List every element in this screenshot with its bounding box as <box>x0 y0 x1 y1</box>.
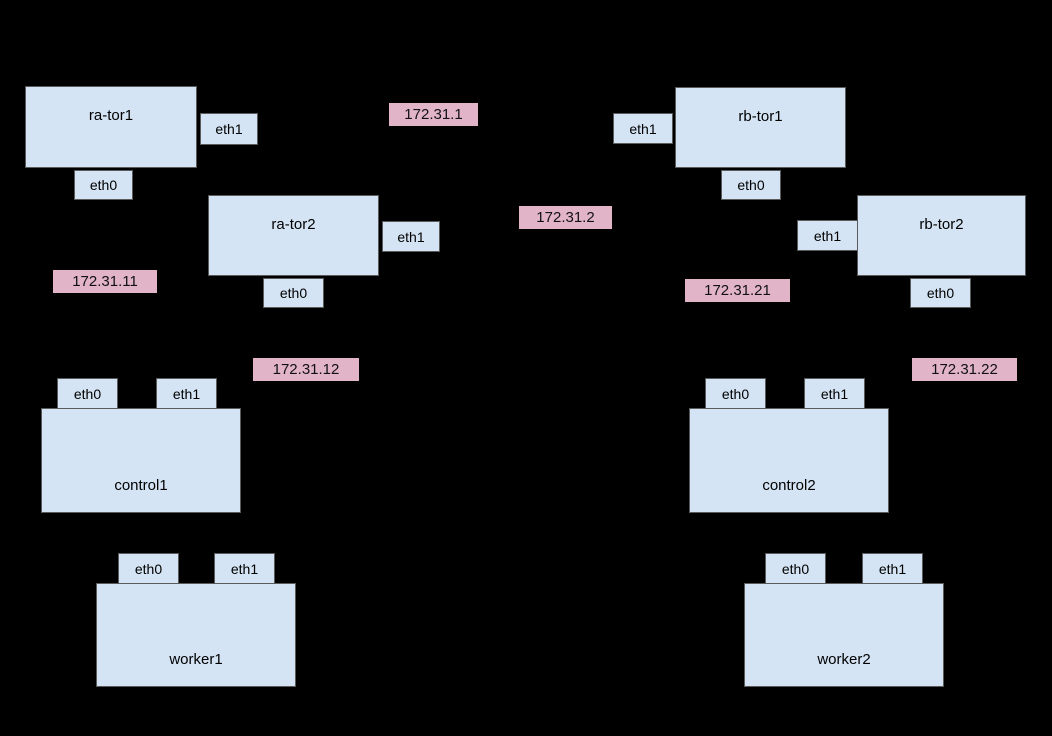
port-control1-eth0[interactable]: eth0 <box>57 378 118 409</box>
ip-label-ip-172-31-12: 172.31.12 <box>253 358 359 381</box>
ip-label-text-ip-172-31-21: 172.31.21 <box>704 282 771 299</box>
port-worker1-eth0[interactable]: eth0 <box>118 553 179 584</box>
port-rb-tor2-eth0[interactable]: eth0 <box>910 278 971 308</box>
port-label-worker1-eth1: eth1 <box>230 560 259 577</box>
node-label-worker2: worker2 <box>817 651 871 668</box>
port-rb-tor2-eth1[interactable]: eth1 <box>797 220 858 251</box>
node-label-worker1: worker1 <box>169 651 223 668</box>
port-rb-tor1-eth1[interactable]: eth1 <box>613 113 673 144</box>
node-label-control2: control2 <box>762 477 816 494</box>
port-label-ra-tor1-eth0: eth0 <box>89 177 118 193</box>
ip-label-text-ip-172-31-12: 172.31.12 <box>272 361 340 378</box>
port-label-ra-tor2-eth1: eth1 <box>397 228 425 245</box>
port-rb-tor1-eth0[interactable]: eth0 <box>721 170 781 200</box>
node-label-control1: control1 <box>114 477 168 494</box>
port-control1-eth1[interactable]: eth1 <box>156 378 217 409</box>
node-label-rb-tor1: rb-tor1 <box>738 108 783 125</box>
port-ra-tor1-eth1[interactable]: eth1 <box>200 113 258 145</box>
node-label-ra-tor1: ra-tor1 <box>88 107 134 124</box>
node-control1[interactable]: control1 <box>41 408 241 513</box>
ip-label-ip-172-31-1: 172.31.1 <box>389 103 478 126</box>
port-worker2-eth0[interactable]: eth0 <box>765 553 826 584</box>
port-label-ra-tor1-eth1: eth1 <box>215 121 243 137</box>
ip-label-text-ip-172-31-2: 172.31.2 <box>536 209 595 226</box>
ip-label-text-ip-172-31-11: 172.31.11 <box>72 273 138 290</box>
node-ra-tor2[interactable]: ra-tor2 <box>208 195 379 276</box>
port-label-control1-eth1: eth1 <box>172 385 201 402</box>
port-label-worker2-eth1: eth1 <box>878 560 907 577</box>
node-label-ra-tor2: ra-tor2 <box>271 216 316 233</box>
port-label-worker2-eth0: eth0 <box>781 560 810 577</box>
port-worker2-eth1[interactable]: eth1 <box>862 553 923 584</box>
node-control2[interactable]: control2 <box>689 408 889 513</box>
port-label-ra-tor2-eth0: eth0 <box>279 285 308 301</box>
ip-label-ip-172-31-2: 172.31.2 <box>519 206 612 229</box>
ip-label-ip-172-31-22: 172.31.22 <box>912 358 1017 381</box>
port-label-rb-tor1-eth0: eth0 <box>737 177 765 193</box>
port-ra-tor2-eth0[interactable]: eth0 <box>263 278 324 308</box>
port-label-control2-eth0: eth0 <box>721 385 750 402</box>
node-worker1[interactable]: worker1 <box>96 583 296 687</box>
port-label-rb-tor1-eth1: eth1 <box>629 120 657 137</box>
port-worker1-eth1[interactable]: eth1 <box>214 553 275 584</box>
port-label-worker1-eth0: eth0 <box>134 560 163 577</box>
port-label-control1-eth0: eth0 <box>73 385 102 402</box>
port-label-rb-tor2-eth0: eth0 <box>926 285 955 301</box>
node-rb-tor1[interactable]: rb-tor1 <box>675 87 846 168</box>
node-label-rb-tor2: rb-tor2 <box>919 216 964 233</box>
ip-label-text-ip-172-31-1: 172.31.1 <box>404 106 463 123</box>
ip-label-ip-172-31-11: 172.31.11 <box>53 270 157 293</box>
port-control2-eth0[interactable]: eth0 <box>705 378 766 409</box>
ip-label-text-ip-172-31-22: 172.31.22 <box>931 361 998 378</box>
port-label-control2-eth1: eth1 <box>820 385 849 402</box>
node-worker2[interactable]: worker2 <box>744 583 944 687</box>
port-ra-tor1-eth0[interactable]: eth0 <box>74 170 133 200</box>
ip-label-ip-172-31-21: 172.31.21 <box>685 279 790 302</box>
node-rb-tor2[interactable]: rb-tor2 <box>857 195 1026 276</box>
node-ra-tor1[interactable]: ra-tor1 <box>25 86 197 168</box>
port-control2-eth1[interactable]: eth1 <box>804 378 865 409</box>
port-ra-tor2-eth1[interactable]: eth1 <box>382 221 440 252</box>
port-label-rb-tor2-eth1: eth1 <box>813 227 842 244</box>
